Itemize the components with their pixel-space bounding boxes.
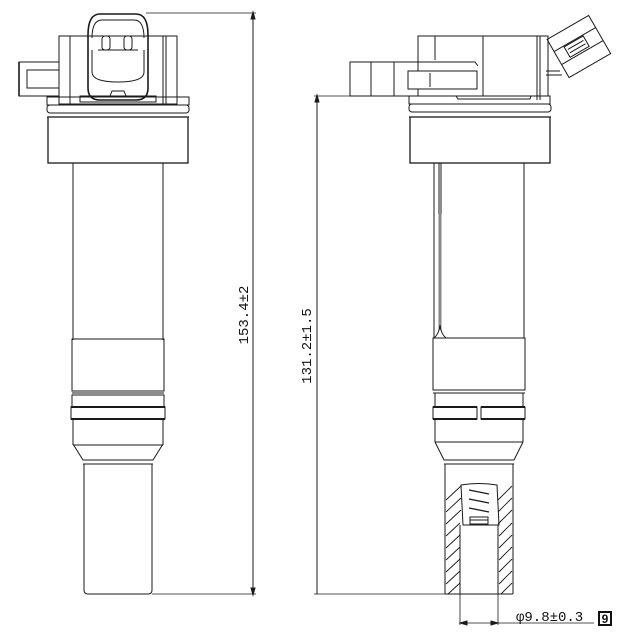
diameter-label: φ9.8±0.3 <box>516 610 584 626</box>
front-view <box>18 13 190 595</box>
overall-length-dimension <box>146 10 256 597</box>
callout-badge: 9 <box>598 611 612 626</box>
body-length-dimension <box>314 93 445 595</box>
side-view <box>349 14 612 595</box>
diameter-dimension <box>458 594 594 626</box>
